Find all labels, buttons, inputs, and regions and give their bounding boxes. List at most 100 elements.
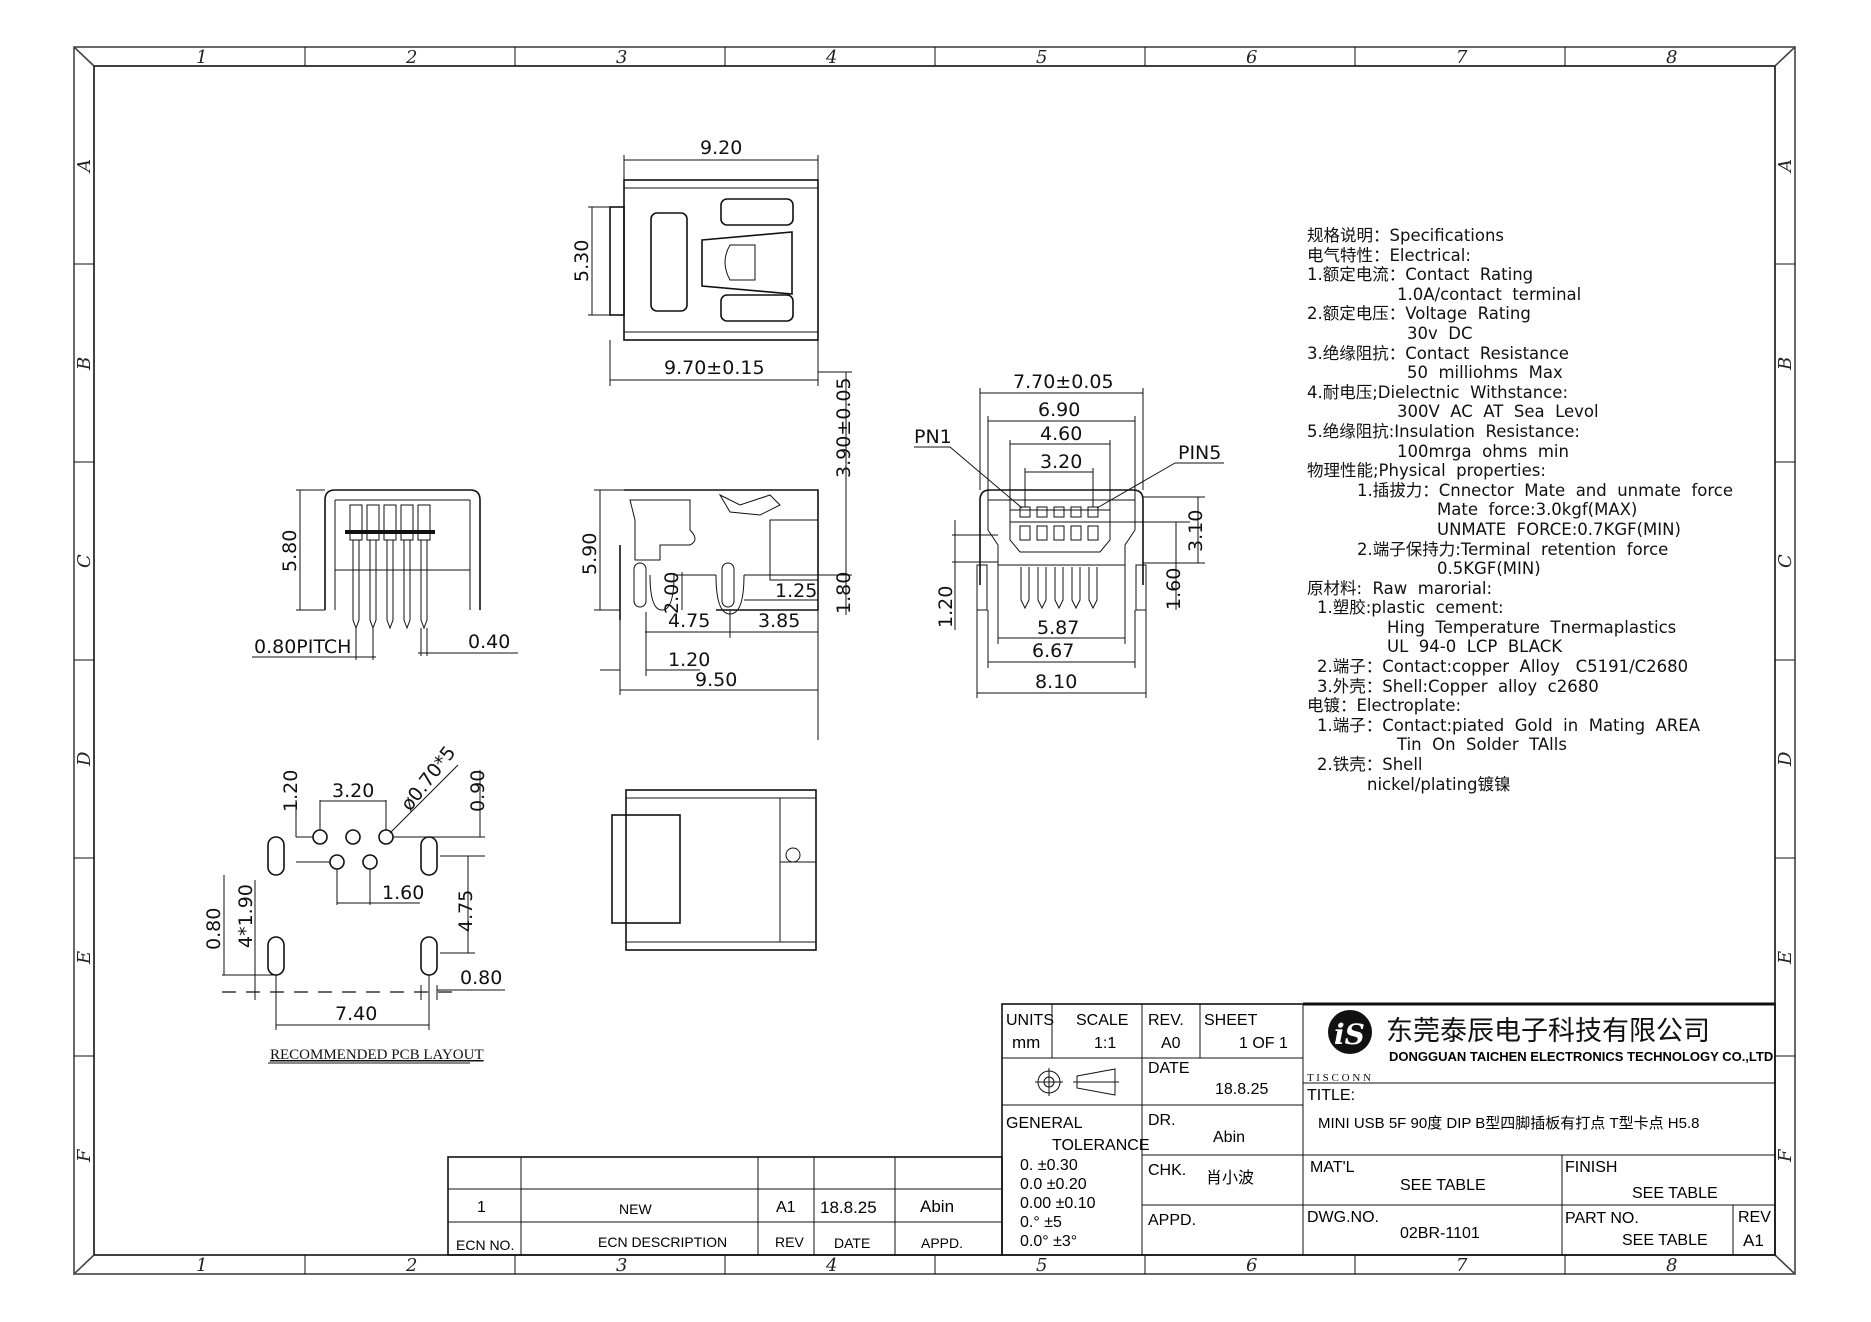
dr-label: DR.	[1148, 1112, 1176, 1129]
rev-header-date: DATE	[834, 1235, 870, 1251]
spec-line: Tin On Solder TAlls	[1397, 735, 1567, 755]
pcb-dim-4-75: 4.75	[455, 890, 477, 932]
zone-col-4: 4	[825, 47, 837, 68]
spec-line: 3.外壳：Shell:Copper alloy c2680	[1317, 676, 1599, 696]
spec-line: Mate force:3.0kgf(MAX)	[1437, 500, 1638, 520]
zone-row-c-right: C	[1775, 554, 1796, 568]
spec-line: 3.绝缘阻抗：Contact Resistance	[1307, 343, 1569, 363]
matl-value: SEE TABLE	[1400, 1177, 1486, 1194]
zone-col-5-bottom: 5	[1036, 1255, 1047, 1276]
zone-row-b: B	[74, 357, 95, 371]
spec-line: 2.额定电压：Voltage Rating	[1307, 304, 1531, 324]
units-value: mm	[1012, 1033, 1040, 1052]
dim-4-75: 4.75	[668, 610, 710, 632]
title-block: UNITS mm SCALE 1:1 REV. A0 SHEET 1 OF 1 …	[1001, 1002, 1776, 1256]
dr-value: Abin	[1213, 1129, 1245, 1146]
rev-header-rev: REV	[775, 1234, 804, 1250]
rev2-value: A1	[1743, 1231, 1764, 1250]
pcb-dim-0-90: 0.90	[467, 770, 489, 812]
part-no-value: SEE TABLE	[1622, 1232, 1708, 1249]
zone-labels-top: 1 2 3 4 5 6 7 8	[196, 47, 1677, 68]
dim-front-8-10: 8.10	[1035, 671, 1077, 693]
spec-line: 2.端子保持力:Terminal retention force	[1357, 539, 1669, 559]
part-no-label: PART NO.	[1565, 1210, 1639, 1227]
zone-col-1-bottom: 1	[196, 1255, 207, 1276]
tolerance-2: 0.00 ±0.10	[1020, 1195, 1096, 1212]
chk-label: CHK.	[1148, 1162, 1186, 1179]
zone-row-f: F	[74, 1148, 95, 1163]
dim-1-25: 1.25	[775, 580, 817, 602]
pcb-layout: 1.20 3.20 ø0.70*5 0.90 1.60 4.75 0.80 4*…	[203, 742, 505, 1064]
dwg-no-value: 02BR-1101	[1400, 1225, 1480, 1242]
matl-label: MAT'L	[1310, 1159, 1355, 1176]
dim-front-3-10: 3.10	[1185, 510, 1207, 552]
chk-value: 肖小波	[1206, 1169, 1254, 1187]
dim-pin-width: 0.40	[468, 631, 510, 653]
zone-col-2: 2	[405, 47, 417, 68]
zone-col-8-bottom: 8	[1666, 1255, 1677, 1276]
dim-front-7-70: 7.70±0.05	[1013, 371, 1114, 393]
spec-line: 5.绝缘阻抗:Insulation Resistance:	[1307, 421, 1580, 441]
zone-labels-left: A B C D E F	[74, 159, 95, 1163]
zone-row-c: C	[74, 554, 95, 568]
dim-top-width: 9.20	[700, 137, 742, 159]
dim-top-length: 9.70±0.15	[664, 357, 765, 379]
rev-row-date: 18.8.25	[820, 1198, 877, 1217]
label-pin1: PN1	[914, 426, 952, 448]
zone-col-4-bottom: 4	[825, 1255, 837, 1276]
finish-value: SEE TABLE	[1632, 1185, 1718, 1202]
pcb-dim-3-20: 3.20	[332, 780, 374, 802]
spec-line: 50 milliohms Max	[1407, 363, 1563, 383]
spec-line: UL 94-0 LCP BLACK	[1387, 637, 1563, 657]
bottom-view	[611, 789, 817, 951]
rev-row-rev: A1	[776, 1199, 796, 1216]
dim-front-6-90: 6.90	[1038, 399, 1080, 421]
zone-col-2-bottom: 2	[405, 1255, 417, 1276]
spec-line: 100mrga ohms min	[1397, 441, 1569, 461]
brand-name: T I S C O N N	[1307, 1072, 1371, 1084]
dim-slot-height: 2.00	[661, 572, 683, 614]
pcb-dim-1-60: 1.60	[382, 882, 424, 904]
zone-col-5: 5	[1036, 47, 1047, 68]
title-value: MINI USB 5F 90度 DIP B型四脚插板有打点 T型卡点 H5.8	[1318, 1114, 1699, 1132]
zone-row-d-right: D	[1775, 751, 1796, 767]
pcb-dim-hole-dia: ø0.70*5	[397, 742, 461, 815]
pcb-layout-title: RECOMMENDED PCB LAYOUT	[270, 1047, 484, 1063]
zone-labels-right: A B C D E F	[1775, 159, 1796, 1163]
zone-row-e-right: E	[1775, 951, 1796, 965]
pcb-dim-0-80-right: 0.80	[460, 967, 502, 989]
appd-label: APPD.	[1148, 1212, 1196, 1229]
label-pin5: PIN5	[1178, 442, 1221, 464]
svg-text:iS: iS	[1334, 1018, 1365, 1051]
sheet-value: 1 OF 1	[1239, 1035, 1288, 1052]
rev-row-appd: Abin	[920, 1197, 954, 1216]
zone-col-3-bottom: 3	[616, 1255, 627, 1276]
tolerance-1: 0.0 ±0.20	[1020, 1176, 1087, 1193]
rev-header-description: ECN DESCRIPTION	[598, 1234, 727, 1250]
dim-front-3-20: 3.20	[1040, 451, 1082, 473]
spec-line: 30v DC	[1407, 323, 1473, 343]
spec-line: 1.端子：Contact:piated Gold in Mating AREA	[1317, 715, 1700, 735]
tolerance-3: 0.° ±5	[1020, 1214, 1062, 1231]
tolerance-4: 0.0° ±3°	[1020, 1233, 1077, 1250]
spec-line: 0.5KGF(MIN)	[1437, 559, 1541, 579]
company-name-en: DONGGUAN TAICHEN ELECTRONICS TECHNOLOGY …	[1389, 1049, 1773, 1064]
spec-line: 电气特性：Electrical:	[1307, 245, 1471, 265]
spec-line: 原材料: Raw marorial:	[1307, 578, 1493, 598]
zone-row-e: E	[74, 951, 95, 965]
zone-row-f-right: F	[1775, 1148, 1796, 1163]
spec-line: 2.铁壳：Shell	[1317, 755, 1423, 775]
zone-col-8: 8	[1666, 47, 1677, 68]
spec-line: 电镀：Electroplate:	[1307, 696, 1462, 716]
date-value: 18.8.25	[1215, 1081, 1268, 1098]
top-view: 9.20 5.30 9.70±0.15	[571, 137, 819, 386]
spec-line: 1.插拔力：Cnnector Mate and unmate force	[1357, 480, 1733, 500]
spec-line: UNMATE FORCE:0.7KGF(MIN)	[1437, 519, 1681, 539]
side-view-profile: 5.90 3.90±0.05 2.00 1.25 1.80 4.75 3.85 …	[579, 371, 855, 740]
dim-1-80: 1.80	[833, 572, 855, 614]
title-label: TITLE:	[1307, 1087, 1355, 1104]
zone-row-a: A	[74, 159, 95, 174]
rev-row-description: NEW	[619, 1201, 652, 1217]
